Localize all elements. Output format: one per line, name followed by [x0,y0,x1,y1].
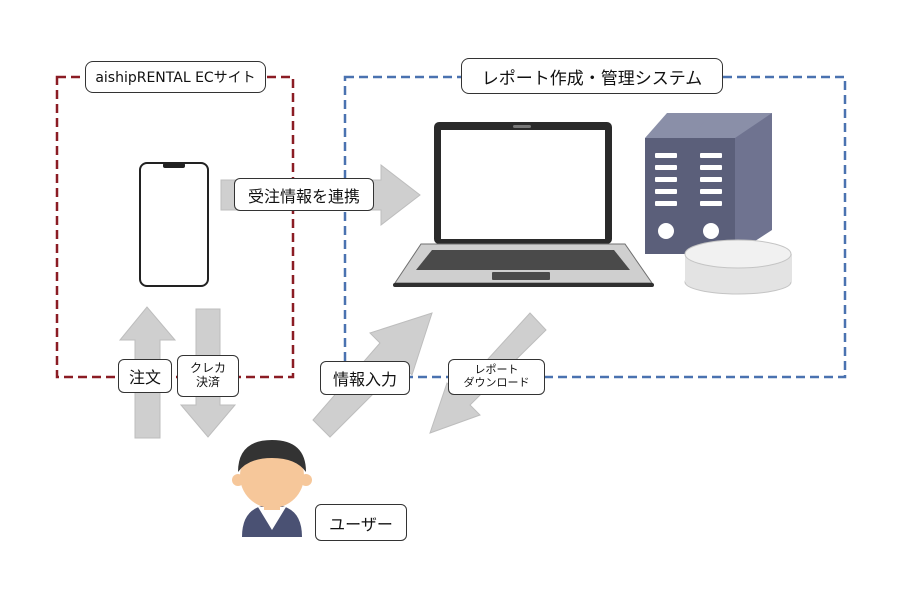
report-download-line1: レポート [474,363,519,377]
card-payment-label: クレカ 決済 [177,355,239,397]
report-system-frame [343,75,847,379]
report-system-title: レポート作成・管理システム [461,58,723,94]
smartphone-icon [139,162,209,287]
user-label: ユーザー [315,504,407,541]
info-input-label: 情報入力 [320,361,410,395]
order-sync-label: 受注情報を連携 [234,178,374,211]
database-icon [684,239,792,295]
report-download-line2: ダウンロード [463,376,530,389]
report-download-label: レポート ダウンロード [448,359,545,395]
card-payment-line2: 決済 [195,375,220,389]
ec-site-title: aishipRENTAL ECサイト [85,61,266,93]
server-icon [645,113,772,254]
order-label: 注文 [118,359,172,393]
laptop-icon [393,122,654,287]
card-payment-line1: クレカ [189,361,226,376]
user-icon [232,440,312,537]
